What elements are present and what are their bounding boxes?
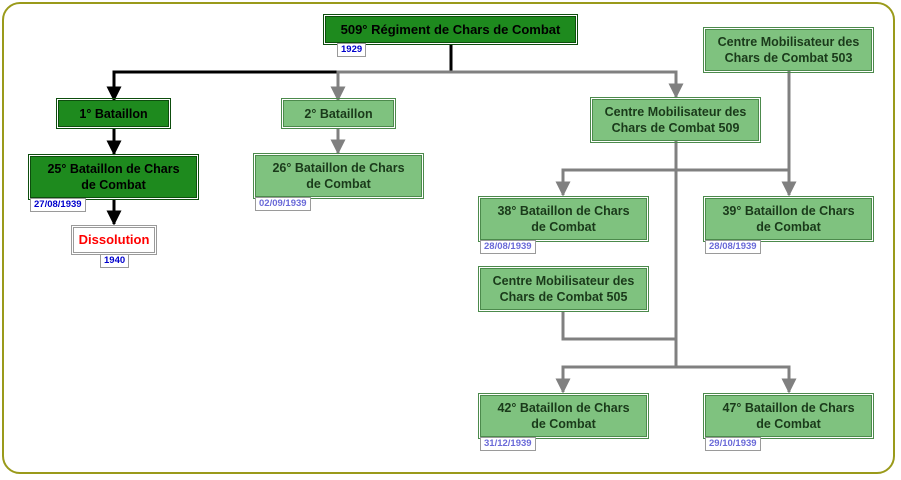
node-bcc25-date: 27/08/1939 [30, 198, 86, 212]
node-bcc26: 26° Bataillon de Chars de Combat [253, 153, 424, 199]
node-bcc39: 39° Bataillon de Chars de Combat [703, 196, 874, 242]
node-bcc25-label: 25° Bataillon de Chars de Combat [47, 162, 180, 192]
node-bcc47-label: 47° Bataillon de Chars de Combat [722, 401, 855, 431]
node-cm505: Centre Mobilisateur des Chars de Combat … [478, 266, 649, 312]
node-bcc25: 25° Bataillon de Chars de Combat [28, 154, 199, 200]
link-to-bcc47 [676, 365, 797, 394]
link-to-bcc38 [555, 168, 676, 197]
node-bcc47-date: 29/10/1939 [705, 437, 761, 451]
node-bcc26-label: 26° Bataillon de Chars de Combat [272, 161, 405, 191]
node-regiment-date: 1929 [337, 43, 367, 57]
node-regiment: 509° Régiment de Chars de Combat [323, 14, 578, 45]
node-bat2-label: 2° Bataillon [304, 106, 373, 121]
link-regiment-cm509 [451, 70, 684, 99]
node-cm503-label: Centre Mobilisateur des Chars de Combat … [717, 35, 860, 65]
node-bcc26-date: 02/09/1939 [255, 197, 311, 211]
node-bat2: 2° Bataillon [281, 98, 396, 129]
link-regiment-bat1 [106, 44, 453, 102]
node-cm505-label: Centre Mobilisateur des Chars de Combat … [492, 274, 635, 304]
node-bcc42: 42° Bataillon de Chars de Combat [478, 393, 649, 439]
node-cm509-label: Centre Mobilisateur des Chars de Combat … [604, 105, 747, 135]
node-dissolution-date: 1940 [100, 254, 130, 268]
node-bcc38-date: 28/08/1939 [480, 240, 536, 254]
node-bcc39-label: 39° Bataillon de Chars de Combat [722, 204, 855, 234]
node-regiment-label: 509° Régiment de Chars de Combat [340, 21, 561, 37]
link-regiment-bat2 [330, 70, 451, 102]
link-to-bcc42 [555, 365, 676, 394]
node-dissolution: Dissolution [71, 225, 157, 255]
link-cm505-trunk [561, 311, 676, 341]
node-bcc42-date: 31/12/1939 [480, 437, 536, 451]
node-bat1: 1° Bataillon [56, 98, 171, 129]
node-bat1-label: 1° Bataillon [79, 106, 148, 121]
node-bcc47: 47° Bataillon de Chars de Combat [703, 393, 874, 439]
node-dissolution-label: Dissolution [78, 232, 150, 247]
node-bcc39-date: 28/08/1939 [705, 240, 761, 254]
node-bcc38-label: 38° Bataillon de Chars de Combat [497, 204, 630, 234]
node-bcc38: 38° Bataillon de Chars de Combat [478, 196, 649, 242]
node-cm503: Centre Mobilisateur des Chars de Combat … [703, 27, 874, 73]
node-cm509: Centre Mobilisateur des Chars de Combat … [590, 97, 761, 143]
node-bcc42-label: 42° Bataillon de Chars de Combat [497, 401, 630, 431]
